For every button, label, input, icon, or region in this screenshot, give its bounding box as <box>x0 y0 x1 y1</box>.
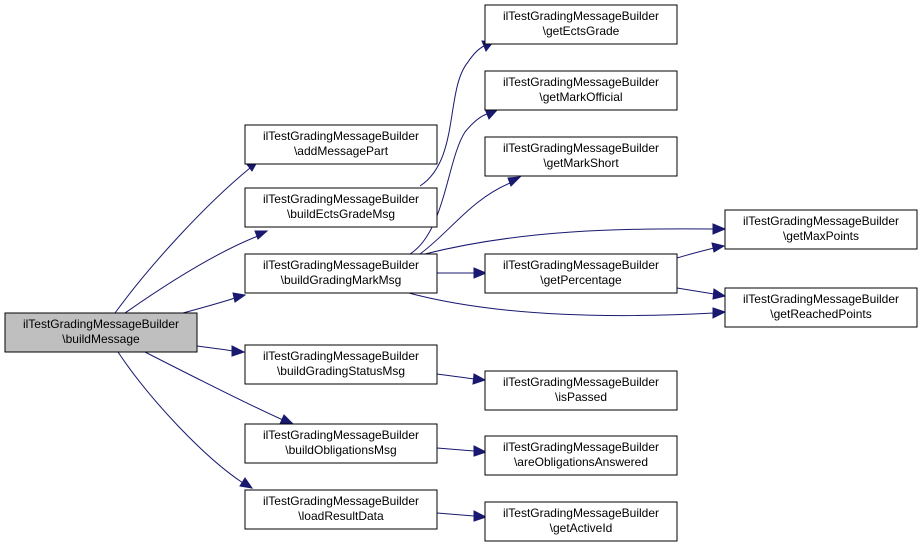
edge-getpercentage-getmaxpoints <box>676 242 726 259</box>
node-label-line2: \buildObligationsMsg <box>285 443 396 457</box>
node-label-line1: ilTestGradingMessageBuilder <box>503 375 659 389</box>
node-label-line2: \getActiveId <box>550 521 613 535</box>
node-label-line2: \getMarkOfficial <box>539 90 622 104</box>
node-label-line1: ilTestGradingMessageBuilder <box>503 9 659 23</box>
node-label-line2: \getPercentage <box>540 273 622 287</box>
node-label-line1: ilTestGradingMessageBuilder <box>263 428 419 442</box>
node-label-line2: \loadResultData <box>298 509 384 523</box>
node-areobligationsanswered[interactable]: ilTestGradingMessageBuilder \areObligati… <box>484 435 678 476</box>
node-label-line1: ilTestGradingMessageBuilder <box>503 258 659 272</box>
edge-getpercentage-getreachedpoints <box>676 287 727 300</box>
node-label-line2: \getMarkShort <box>543 156 619 170</box>
node-label-line1: ilTestGradingMessageBuilder <box>263 494 419 508</box>
node-label-line2: \buildGradingMarkMsg <box>281 273 402 287</box>
edge-buildgradingstatusmsg-ispassed <box>436 373 487 385</box>
node-label-line2: \getMaxPoints <box>783 229 859 243</box>
edge-buildgradingmarkmsg-getreachedpoints <box>404 291 727 319</box>
node-label-line1: ilTestGradingMessageBuilder <box>263 192 419 206</box>
node-label-line1: ilTestGradingMessageBuilder <box>263 349 419 363</box>
node-label-line1: ilTestGradingMessageBuilder <box>743 214 899 228</box>
node-label-line2: \isPassed <box>555 390 607 404</box>
node-label-line1: ilTestGradingMessageBuilder <box>503 141 659 155</box>
node-getactiveid[interactable]: ilTestGradingMessageBuilder \getActiveId <box>484 501 678 542</box>
edge-buildmessage-buildobligationsmsg <box>144 351 295 425</box>
edge-buildobligationsmsg-areobligationsanswered <box>436 445 488 457</box>
node-label-line1: ilTestGradingMessageBuilder <box>743 292 899 306</box>
edge-loadresultdata-getactiveid <box>436 510 488 522</box>
node-label-line1: ilTestGradingMessageBuilder <box>23 317 179 331</box>
node-addmessagepart[interactable]: ilTestGradingMessageBuilder \addMessageP… <box>244 124 438 165</box>
node-getectsgrade[interactable]: ilTestGradingMessageBuilder \getEctsGrad… <box>484 4 678 45</box>
node-getmaxpoints[interactable]: ilTestGradingMessageBuilder \getMaxPoint… <box>724 209 918 250</box>
edge-buildgradingmarkmsg-getmarkofficial <box>409 108 499 255</box>
edge-buildmessage-buildectsgrademsg <box>124 230 269 314</box>
node-buildgradingmarkmsg[interactable]: ilTestGradingMessageBuilder \buildGradin… <box>244 253 438 294</box>
node-label-line2: \buildEctsGradeMsg <box>287 207 395 221</box>
edge-buildgradingmarkmsg-getmarkshort <box>419 176 522 255</box>
edge-buildmessage-loadresultdata <box>117 351 254 489</box>
node-label-line1: ilTestGradingMessageBuilder <box>263 129 419 143</box>
node-label-line1: ilTestGradingMessageBuilder <box>503 440 659 454</box>
edge-buildgradingmarkmsg-getmaxpoints <box>424 223 727 255</box>
node-buildobligationsmsg[interactable]: ilTestGradingMessageBuilder \buildObliga… <box>244 423 438 464</box>
node-label-line2: \buildMessage <box>62 332 140 346</box>
node-label-line1: ilTestGradingMessageBuilder <box>503 75 659 89</box>
node-getpercentage[interactable]: ilTestGradingMessageBuilder \getPercenta… <box>484 253 678 294</box>
node-buildgradingstatusmsg[interactable]: ilTestGradingMessageBuilder \buildGradin… <box>244 344 438 385</box>
node-label-line2: \getEctsGrade <box>543 24 620 38</box>
node-getmarkofficial[interactable]: ilTestGradingMessageBuilder \getMarkOffi… <box>484 70 678 111</box>
node-label-line2: \areObligationsAnswered <box>514 455 648 469</box>
node-getmarkshort[interactable]: ilTestGradingMessageBuilder \getMarkShor… <box>484 136 678 177</box>
node-label-line1: ilTestGradingMessageBuilder <box>503 506 659 520</box>
node-label-line2: \addMessagePart <box>294 144 389 158</box>
node-label-line1: ilTestGradingMessageBuilder <box>263 258 419 272</box>
node-loadresultdata[interactable]: ilTestGradingMessageBuilder \loadResultD… <box>244 489 438 530</box>
node-buildectsgrademsg[interactable]: ilTestGradingMessageBuilder \buildEctsGr… <box>244 187 438 228</box>
edge-buildgradingmarkmsg-getpercentage <box>437 267 488 279</box>
node-buildmessage[interactable]: ilTestGradingMessageBuilder \buildMessag… <box>4 312 198 353</box>
edge-buildmessage-buildgradingmarkmsg <box>182 292 247 314</box>
node-label-line2: \getReachedPoints <box>770 307 871 321</box>
edge-buildmessage-addmessagepart <box>114 159 259 314</box>
node-ispassed[interactable]: ilTestGradingMessageBuilder \isPassed <box>484 370 678 411</box>
edge-buildmessage-buildgradingstatusmsg <box>196 345 246 357</box>
node-getreachedpoints[interactable]: ilTestGradingMessageBuilder \getReachedP… <box>724 287 918 328</box>
node-label-line2: \buildGradingStatusMsg <box>277 364 405 378</box>
